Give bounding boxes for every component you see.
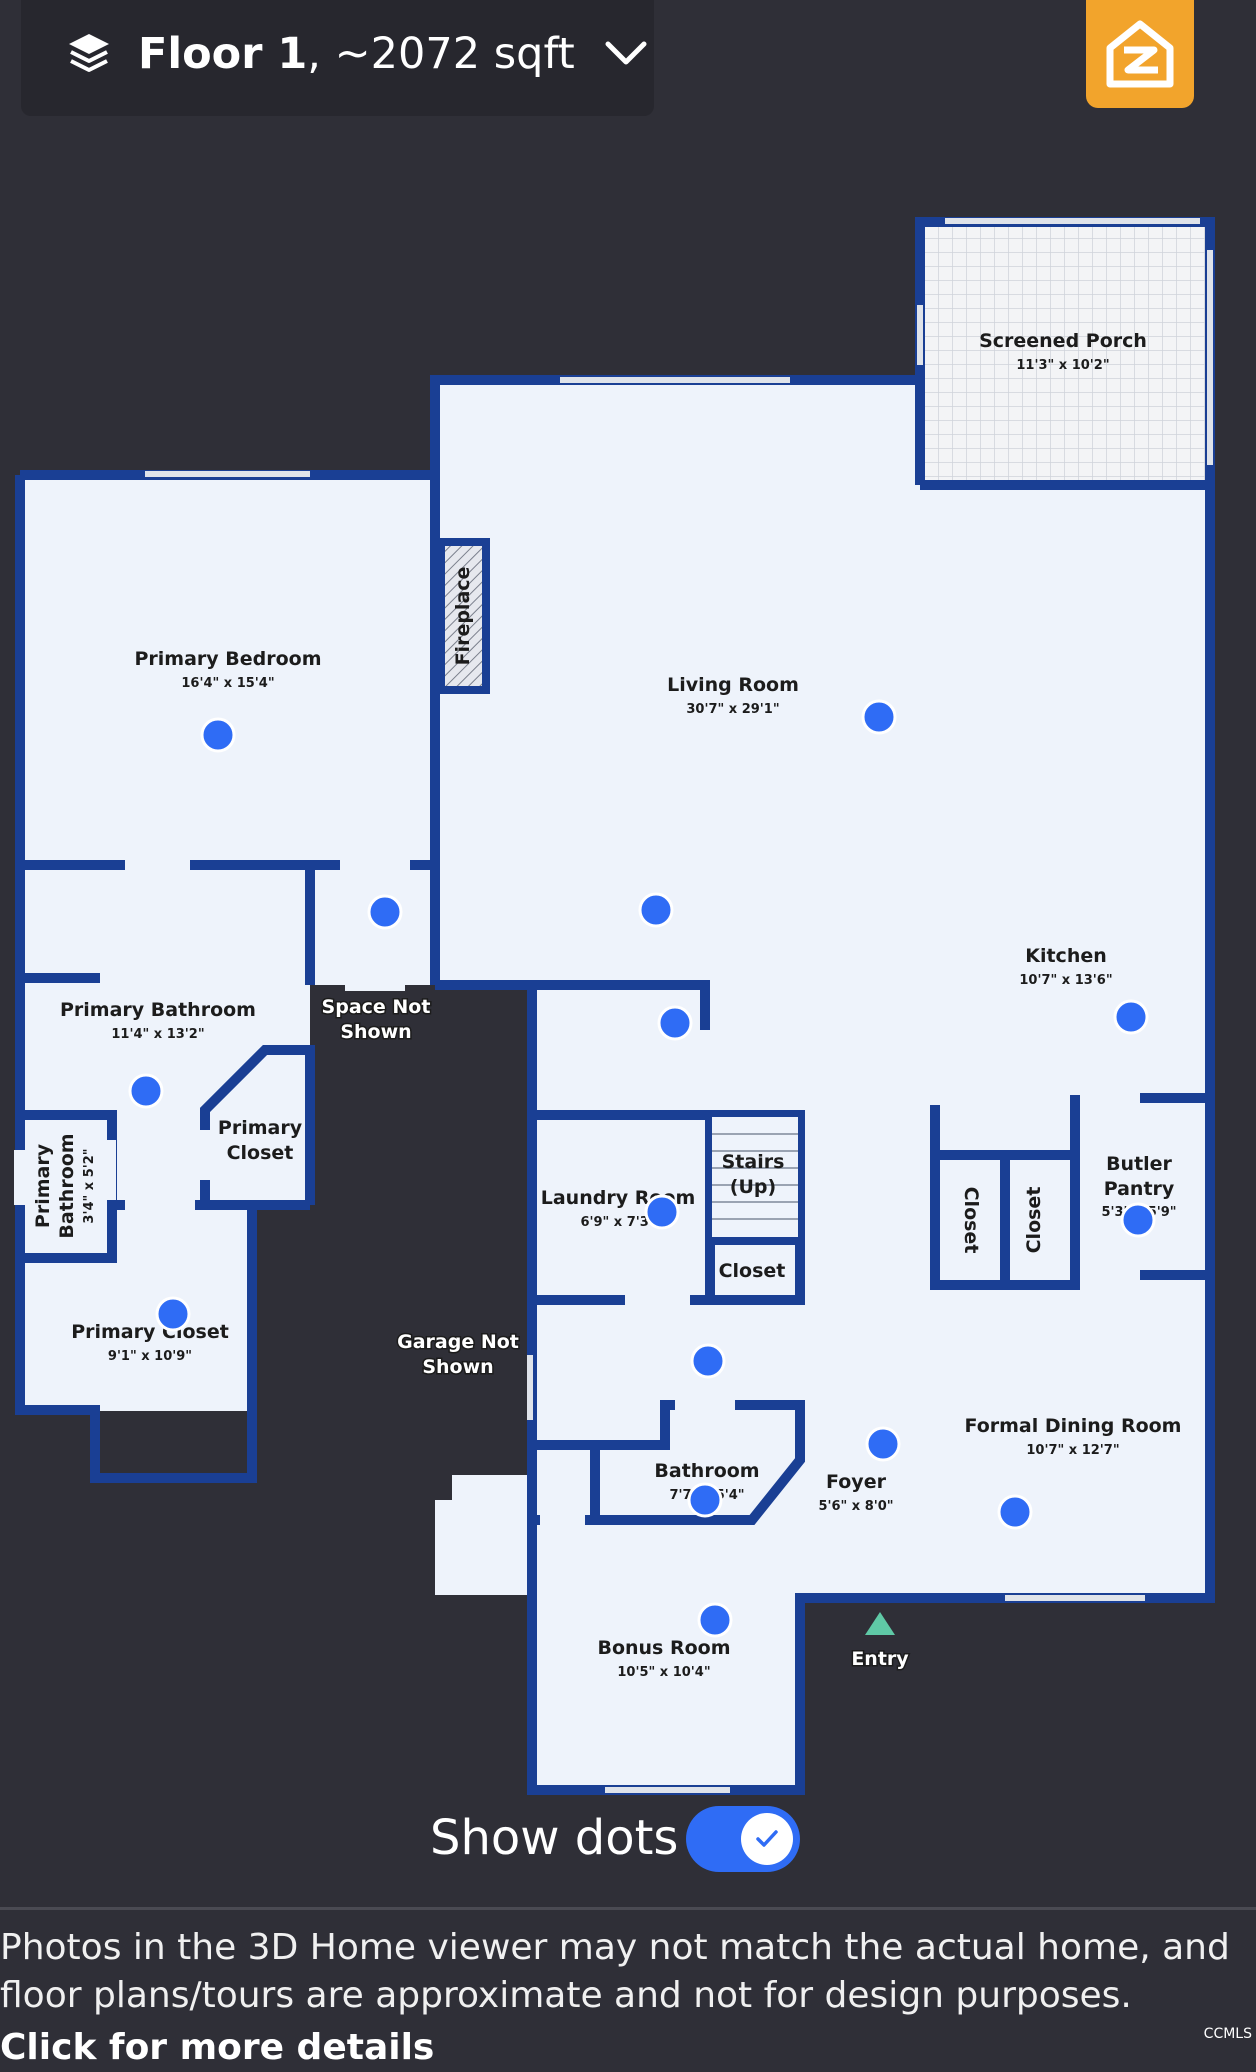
room-name-foyer: Foyer [826,1471,887,1493]
garage-not-shown-label: Garage Not [397,1331,519,1353]
room-name-primary-closet-small-line2: Closet [227,1142,294,1164]
room-dims-living-room: 30'7" x 29'1" [686,702,779,717]
room-dims-primary-closet: 9'1" x 10'9" [108,1349,192,1364]
floor-area [20,380,1205,1795]
room-name-stairs-line2: (Up) [730,1176,776,1198]
photo-dot[interactable] [367,894,403,930]
floor-area: , ~2072 sqft [307,29,575,79]
fireplace-label: Fireplace [452,567,474,666]
photo-dot[interactable] [865,1426,901,1462]
room-name-closet: Closet [719,1260,786,1282]
room-name-kitchen: Kitchen [1025,945,1107,967]
room-name-formal-dining-room: Formal Dining Room [965,1415,1182,1437]
room-dims-foyer: 5'6" x 8'0" [818,1499,893,1514]
entry-marker-icon [865,1612,895,1635]
room-dims-screened-porch: 11'3" x 10'2" [1016,358,1109,373]
fireplace [437,538,490,694]
more-details-link[interactable]: Click for more details [0,2027,435,2068]
room-name-primary-closet: Primary Closet [71,1321,229,1343]
windows [145,218,1213,1793]
room-dims-formal-dining-room: 10'7" x 12'7" [1026,1443,1119,1458]
checkmark-icon [756,1830,778,1847]
chevron-down-icon[interactable] [603,38,649,68]
closet-label-right: Closet [1023,1187,1045,1254]
room-name-stairs: Stairs [722,1151,785,1173]
screened-porch-floor [920,222,1205,485]
primary-bathroom-small-label-line2: Bathroom [56,1133,78,1238]
show-dots-label: Show dots [430,1810,679,1866]
floor-selector[interactable]: Floor 1, ~2072 sqft [21,0,654,116]
space-not-shown-label: Space Not [322,996,431,1018]
garage-not-shown-label-line2: Shown [422,1356,493,1378]
divider [0,1907,1256,1910]
room-name-screened-porch: Screened Porch [979,330,1147,352]
photo-dot[interactable] [200,717,236,753]
show-dots-toggle[interactable] [686,1806,800,1872]
toggle-knob [741,1813,793,1865]
primary-bathroom-small-dims: 3'4" x 5'2" [82,1148,97,1223]
photo-dot[interactable] [687,1482,723,1518]
floor-name: Floor 1 [138,29,308,79]
closet-label-left: Closet [960,1187,982,1254]
zillow-logo-icon [1106,20,1174,88]
photo-dot[interactable] [1113,999,1149,1035]
entry-label: Entry [851,1648,909,1670]
room-name-butler-pantry: Butler [1106,1153,1172,1175]
photo-dot[interactable] [638,892,674,928]
photo-dot[interactable] [690,1343,726,1379]
layers-icon [69,34,109,72]
photo-dot[interactable] [644,1194,680,1230]
room-dims-kitchen: 10'7" x 13'6" [1019,973,1112,988]
photo-dots [128,699,1156,1638]
room-name-primary-bathroom: Primary Bathroom [60,999,256,1021]
floor-plan: Screened Porch 11'3" x 10'2" Primary Bed… [14,217,1215,1795]
floor-label: Floor 1, ~2072 sqft [138,26,575,82]
room-name-bonus-room: Bonus Room [597,1637,730,1659]
photo-dot[interactable] [997,1494,1033,1530]
photo-dot[interactable] [1120,1202,1156,1238]
room-name-bathroom: Bathroom [654,1460,759,1482]
room-dims-bonus-room: 10'5" x 10'4" [617,1665,710,1680]
photo-dot[interactable] [155,1296,191,1332]
primary-bathroom-small-label: Primary [32,1143,54,1228]
room-name-butler-pantry-line2: Pantry [1104,1178,1175,1200]
space-not-shown-label-line2: Shown [340,1021,411,1043]
room-dims-primary-bathroom: 11'4" x 13'2" [111,1027,204,1042]
photo-dot[interactable] [128,1073,164,1109]
photo-dot[interactable] [861,699,897,735]
disclaimer-text: Photos in the 3D Home viewer may not mat… [0,1927,1230,2016]
room-dims-laundry-room: 6'9" x 7'3" [580,1215,655,1230]
room-name-living-room: Living Room [667,674,799,696]
stairs [712,1117,798,1237]
room-name-primary-bedroom: Primary Bedroom [134,648,321,670]
photo-dot[interactable] [657,1005,693,1041]
photo-dot[interactable] [697,1602,733,1638]
zillow-logo[interactable] [1086,0,1194,108]
mls-badge: CCMLS [1203,2026,1252,2042]
openings [14,859,735,1526]
room-dims-primary-bedroom: 16'4" x 15'4" [181,676,274,691]
room-name-primary-closet-small: Primary [218,1117,303,1139]
